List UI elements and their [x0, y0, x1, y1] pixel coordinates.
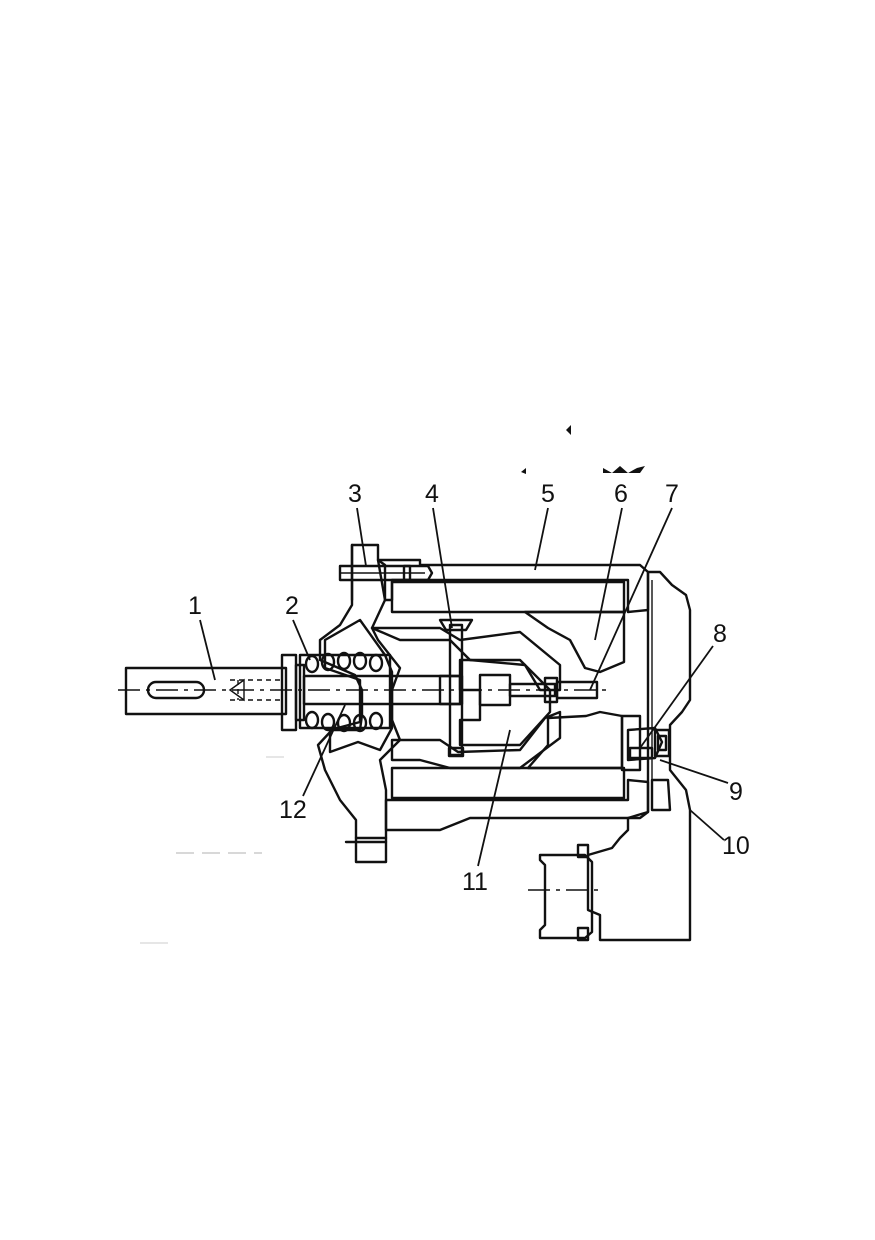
leader-7 [589, 507, 673, 691]
stray-marks [521, 425, 645, 474]
callout-labels: 1 2 3 4 5 6 7 8 9 10 11 12 [188, 480, 750, 896]
leader-lines [199, 507, 729, 867]
connector-housing [528, 843, 600, 942]
leader-4 [432, 507, 453, 629]
leader-2 [292, 619, 311, 661]
leader-11 [477, 729, 511, 867]
faint-marks [140, 756, 284, 944]
callout-6: 6 [614, 480, 628, 508]
leader-9 [659, 759, 729, 784]
callout-10: 10 [722, 832, 750, 860]
callout-4: 4 [425, 480, 439, 508]
housing-screw [338, 564, 434, 582]
callout-8: 8 [713, 620, 727, 648]
upper-coil [390, 580, 626, 614]
callout-1: 1 [188, 592, 202, 620]
callout-3: 3 [348, 480, 362, 508]
callout-5: 5 [541, 480, 555, 508]
armature [458, 658, 552, 747]
leader-3 [356, 507, 367, 567]
callout-11: 11 [462, 868, 488, 896]
leader-1 [199, 619, 216, 681]
leader-5 [534, 507, 549, 571]
spring [298, 651, 392, 733]
leader-10 [689, 809, 725, 841]
leader-12 [302, 704, 346, 797]
output-shaft [124, 666, 288, 716]
leader-8 [639, 645, 714, 749]
callout-2: 2 [285, 592, 299, 620]
callout-7: 7 [665, 480, 679, 508]
rear-contact-assembly [620, 714, 672, 812]
leader-6 [594, 507, 623, 641]
callout-9: 9 [729, 778, 743, 806]
callout-12: 12 [279, 796, 307, 824]
lower-coil [390, 766, 626, 800]
